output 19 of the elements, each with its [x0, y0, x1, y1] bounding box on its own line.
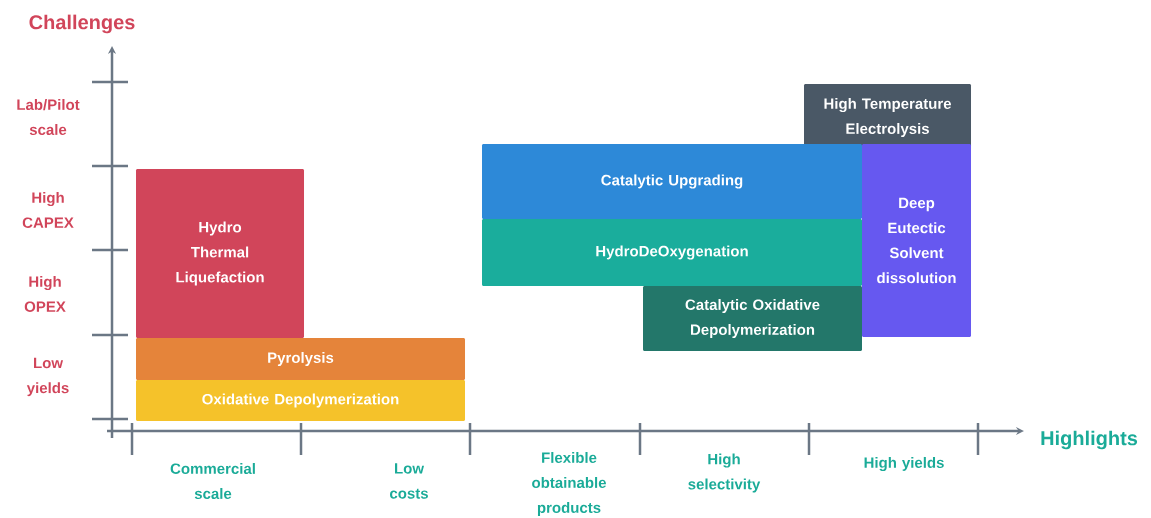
- axis-label: Low costs: [390, 463, 428, 499]
- process-box: Deep Eutectic Solvent dissolution: [862, 144, 971, 337]
- process-box: Pyrolysis: [136, 338, 465, 380]
- axis-label: Commercial scale: [170, 463, 255, 499]
- process-box: Catalytic Upgrading: [482, 144, 862, 219]
- process-box: Hydro Thermal Liquefaction: [136, 169, 304, 338]
- axis-label: Lab/Pilot scale: [17, 99, 80, 135]
- axis-label: Low yields: [26, 357, 69, 397]
- axis-label: High selectivity: [688, 453, 761, 493]
- process-box: High Temperature Electrolysis: [804, 84, 971, 151]
- axis-label: High yields: [864, 456, 944, 471]
- axis-title: Highlights: [1041, 430, 1138, 450]
- process-box: HydroDeOxygenation: [482, 219, 862, 286]
- process-box: Oxidative Depolymerization: [136, 380, 465, 421]
- axis-label: High CAPEX: [22, 192, 74, 228]
- axis-title: Challenges: [29, 14, 135, 34]
- process-box: Catalytic Oxidative Depolymerization: [643, 286, 862, 351]
- axis-label: Flexible obtainable products: [532, 452, 606, 516]
- axis-label: High OPEX: [24, 276, 66, 312]
